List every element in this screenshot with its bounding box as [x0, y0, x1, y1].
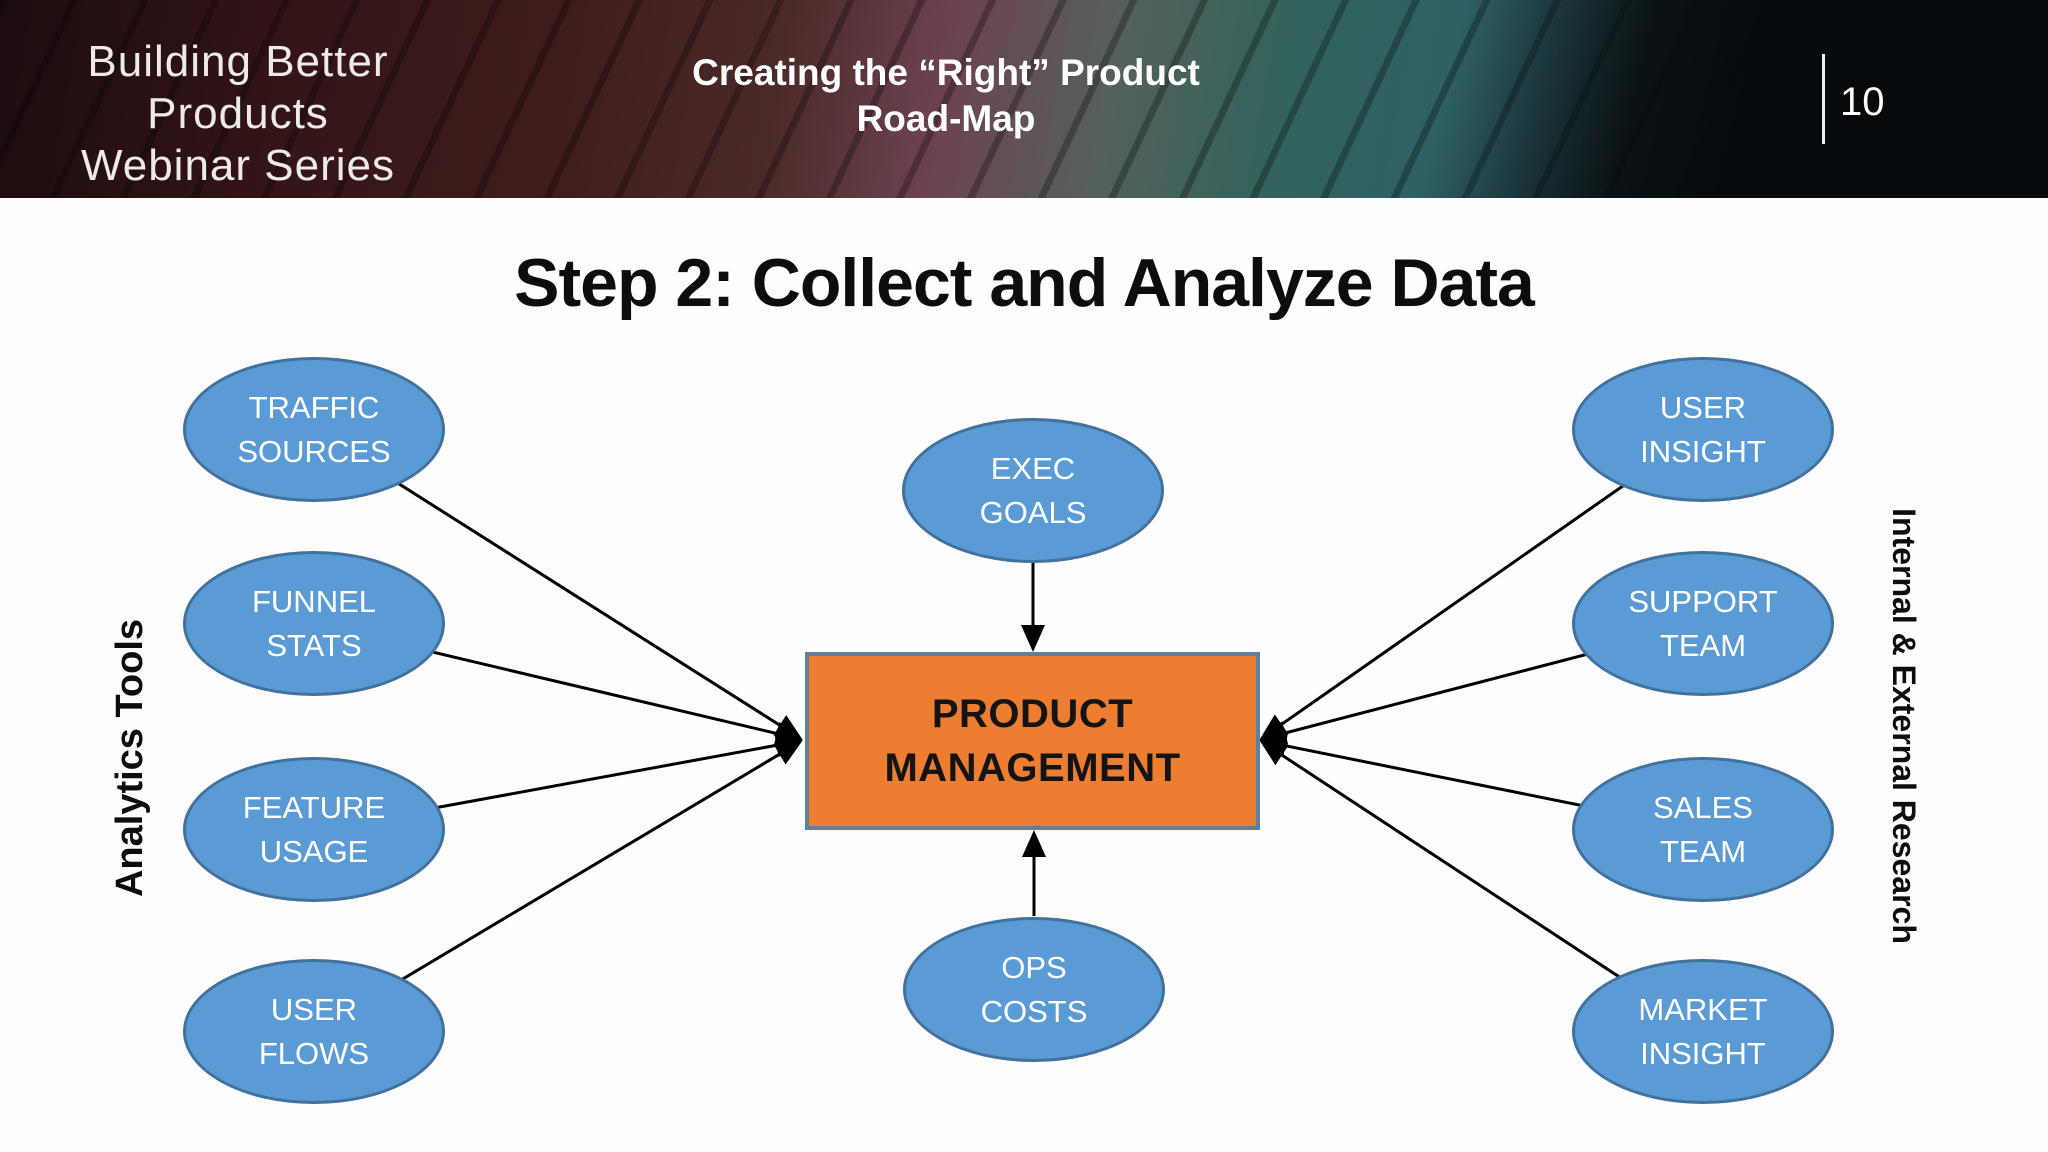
node-label-line2: FLOWS — [258, 1035, 370, 1071]
group-label-analytics-tools: Analytics Tools — [109, 618, 151, 898]
node-feature-usage: FEATURE USAGE — [183, 757, 445, 902]
node-label-line2: USAGE — [259, 833, 369, 869]
page-number: 10 — [1840, 80, 1885, 124]
node-label-line2: GOALS — [979, 494, 1087, 530]
node-exec-goals: EXEC GOALS — [902, 418, 1164, 563]
node-label-line1: EXEC — [990, 450, 1076, 486]
series-title-line2: Webinar Series — [81, 140, 395, 190]
node-label-line2: SOURCES — [237, 433, 391, 469]
group-label-internal-external-research: Internal & External Research — [1886, 508, 1922, 944]
deck-title: Creating the “Right” Product Road-Map — [640, 50, 1252, 143]
node-funnel-stats: FUNNEL STATS — [183, 551, 445, 696]
node-ops-costs: OPS COSTS — [903, 917, 1165, 1062]
node-support-team: SUPPORT TEAM — [1572, 551, 1834, 696]
node-traffic-sources: TRAFFIC SOURCES — [183, 357, 445, 502]
box-label-line2: MANAGEMENT — [884, 746, 1181, 790]
node-label-line2: STATS — [266, 627, 362, 663]
box-label-line1: PRODUCT — [931, 692, 1134, 736]
node-label-line1: TRAFFIC — [248, 389, 380, 425]
deck-title-line1: Creating the “Right” Product — [692, 52, 1200, 93]
node-label-line1: FUNNEL — [251, 583, 376, 619]
node-label-line2: COSTS — [980, 993, 1088, 1029]
node-label-line2: TEAM — [1659, 627, 1747, 663]
node-label-line2: INSIGHT — [1640, 433, 1766, 469]
node-label-line1: MARKET — [1638, 991, 1768, 1027]
node-label-line1: FEATURE — [242, 789, 386, 825]
header-dark-wedge — [1288, 0, 2048, 198]
node-label-line2: TEAM — [1659, 833, 1747, 869]
node-label-line1: SUPPORT — [1628, 583, 1778, 619]
node-user-insight: USER INSIGHT — [1572, 357, 1834, 502]
node-label-line1: OPS — [1001, 949, 1067, 985]
slide-header: Building Better Products Webinar Series … — [0, 0, 2048, 198]
node-label-line1: USER — [1659, 389, 1747, 425]
slide-title: Step 2: Collect and Analyze Data — [514, 245, 1535, 321]
series-title: Building Better Products Webinar Series — [28, 36, 448, 192]
node-market-insight: MARKET INSIGHT — [1572, 959, 1834, 1104]
node-user-flows: USER FLOWS — [183, 959, 445, 1104]
series-title-line1: Building Better Products — [87, 37, 389, 138]
node-product-management: PRODUCT MANAGEMENT — [805, 652, 1260, 830]
node-label-line1: USER — [270, 991, 358, 1027]
node-sales-team: SALES TEAM — [1572, 757, 1834, 902]
node-label-line1: SALES — [1653, 789, 1753, 825]
page-number-separator — [1822, 54, 1825, 144]
deck-title-line2: Road-Map — [856, 98, 1036, 140]
node-label-line2: INSIGHT — [1640, 1035, 1766, 1071]
